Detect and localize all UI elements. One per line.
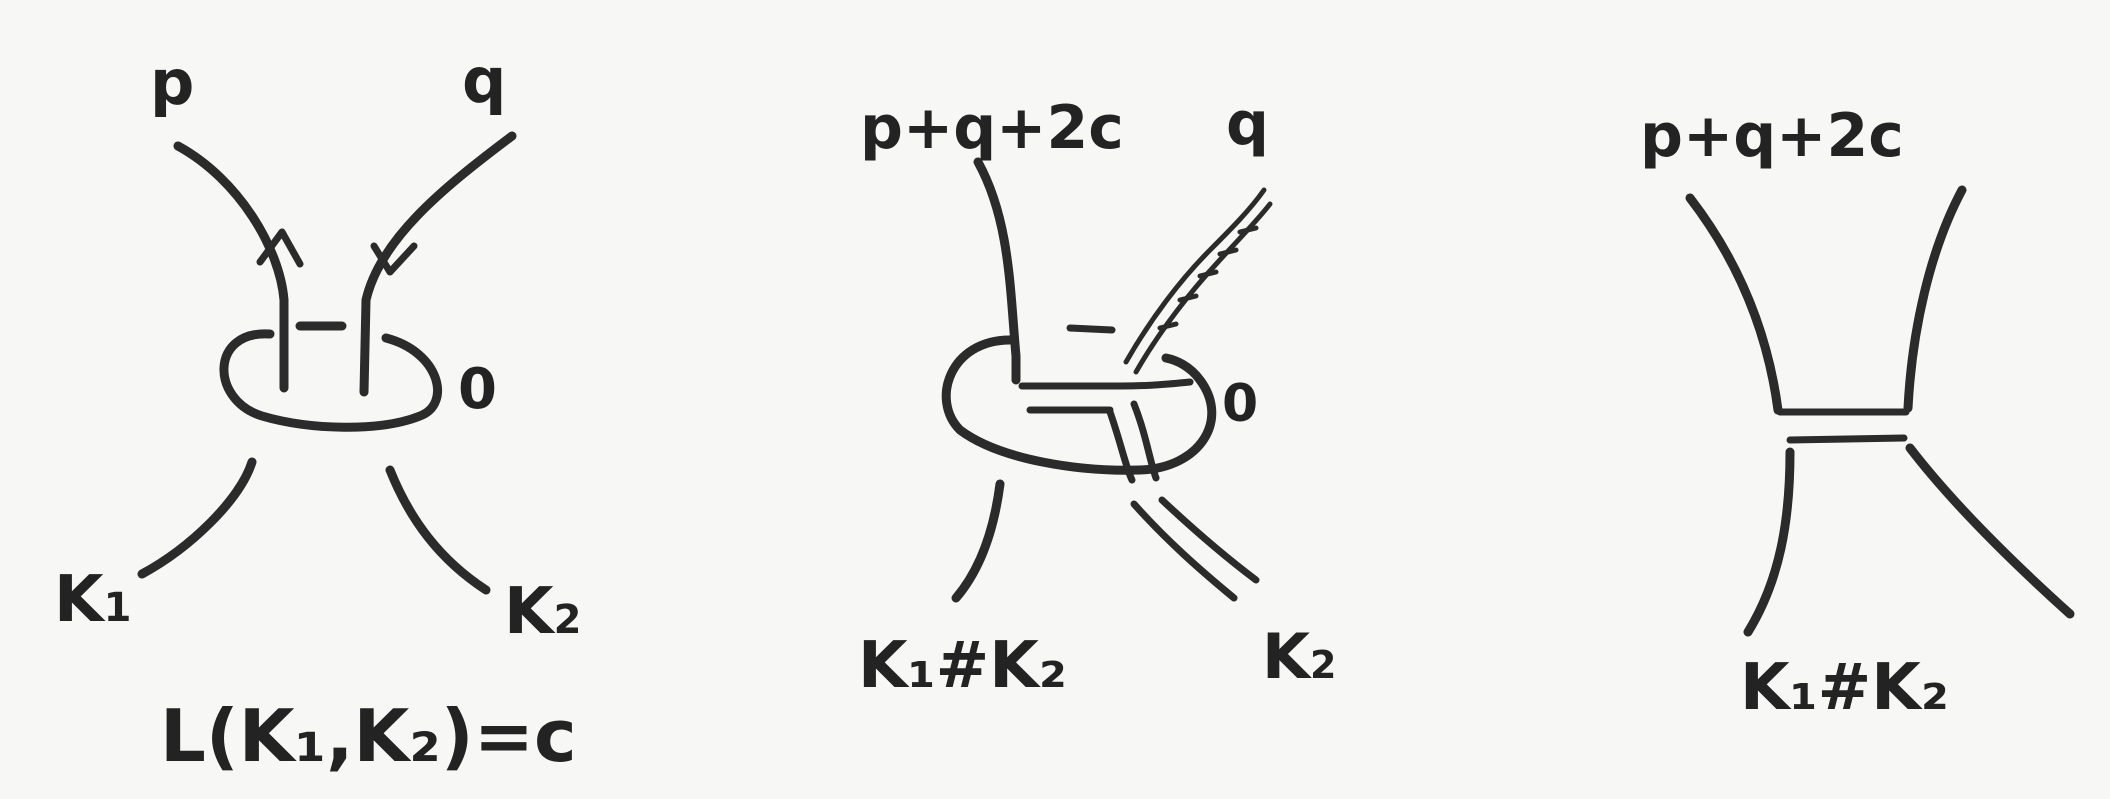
strand-top-right [1903,185,1967,413]
strand-k1 [137,457,257,579]
panel-right-strokes [1685,185,2075,637]
label-top-middle: p+q+2c [860,93,1124,163]
label-k2: K2 [504,580,581,644]
strand-k2-parallel-a [1106,408,1136,484]
arrow-down-icon [370,242,418,276]
strand-sum-lower [951,479,1005,603]
label-sum-right: K₁#K₂ [1740,651,1949,725]
label-q: q [462,44,507,117]
label-k2-middle-letter: K [1262,620,1311,693]
strand-q [359,131,517,397]
panel-left-strokes [137,131,517,595]
label-o-middle: 0 [1222,374,1259,434]
label-o: 0 [458,357,497,422]
label-k1-sub: 1 [103,585,132,631]
label-sum-middle: K₁#K₂ [858,629,1067,703]
band-link-a [1066,324,1116,334]
band-bottom-right [1786,434,1908,444]
label-k2-sub: 2 [553,597,582,643]
label-k2-letter: K [504,575,554,649]
label-p: p [150,46,195,119]
label-q-middle: q [1226,89,1269,159]
label-k1: K1 [54,568,131,632]
arrow-up-icon [256,228,304,268]
label-k2-middle-sub: 2 [1310,643,1337,687]
band-top [1018,378,1194,390]
label-k1-letter: K [54,563,104,637]
label-k2-middle: K2 [1262,626,1337,688]
strand-top-left [1685,193,1783,415]
panel-middle-strokes [941,157,1273,603]
linking-equation: L(K₁,K₂)=c [160,694,577,778]
strand-q-twist-marks [1157,225,1259,331]
strand-sum-upper [973,157,1021,385]
strand-bottom-right [1905,443,2075,619]
unknot-o-middle [941,335,1217,475]
strand-q-twisted-a [1123,187,1267,365]
strand-p [173,141,289,393]
strand-bottom-left [1743,447,1795,637]
strand-k2 [385,465,491,595]
unknot-o-left [219,329,442,432]
strand-k2-parallel-b [1130,400,1160,482]
label-top-right: p+q+2c [1640,101,1904,171]
strand-k2-lower-b [1158,496,1260,584]
strand-q-twisted-b [1133,201,1273,375]
strand-k2-lower-a [1130,500,1238,602]
